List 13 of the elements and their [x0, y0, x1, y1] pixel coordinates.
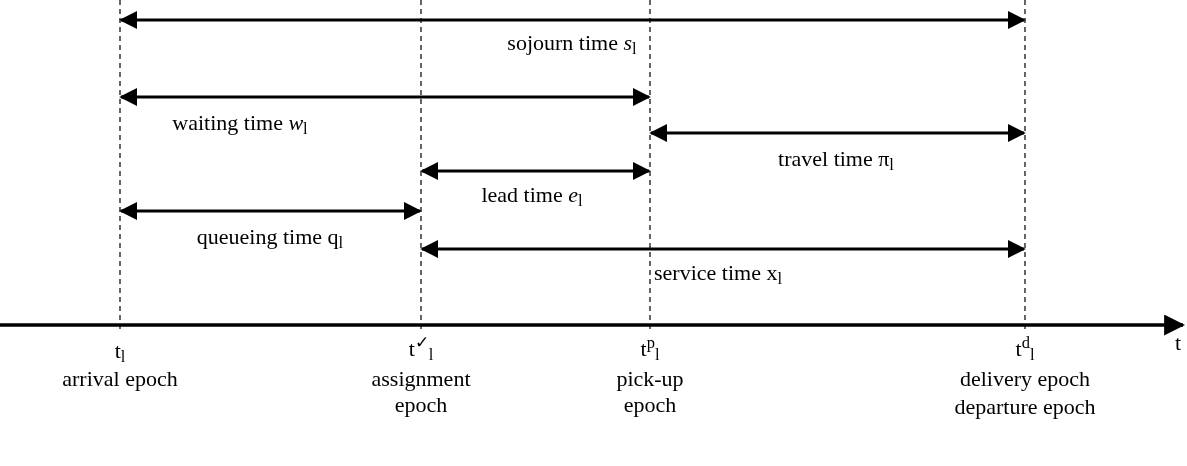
duration-label: lead time e$_{l}$: [480, 182, 584, 208]
time-symbol: t$_{l}$: [113, 338, 127, 364]
duration-label: travel time π$_{l}$: [777, 146, 895, 172]
epoch-label: assignment epoch: [370, 366, 472, 418]
epoch-label: delivery epoch: [958, 366, 1092, 392]
duration-label: queueing time q$_{l}$: [195, 224, 345, 250]
time-symbol: t: [1173, 330, 1183, 356]
epoch-label: arrival epoch: [61, 366, 179, 392]
epoch-label: pick-up epoch: [615, 366, 685, 418]
duration-label: waiting time w$_{l}$: [171, 110, 309, 136]
duration-label: service time x$_{l}$: [653, 260, 783, 286]
epoch-label: departure epoch: [953, 394, 1097, 420]
duration-label: sojourn time s$_{l}$: [506, 30, 638, 56]
